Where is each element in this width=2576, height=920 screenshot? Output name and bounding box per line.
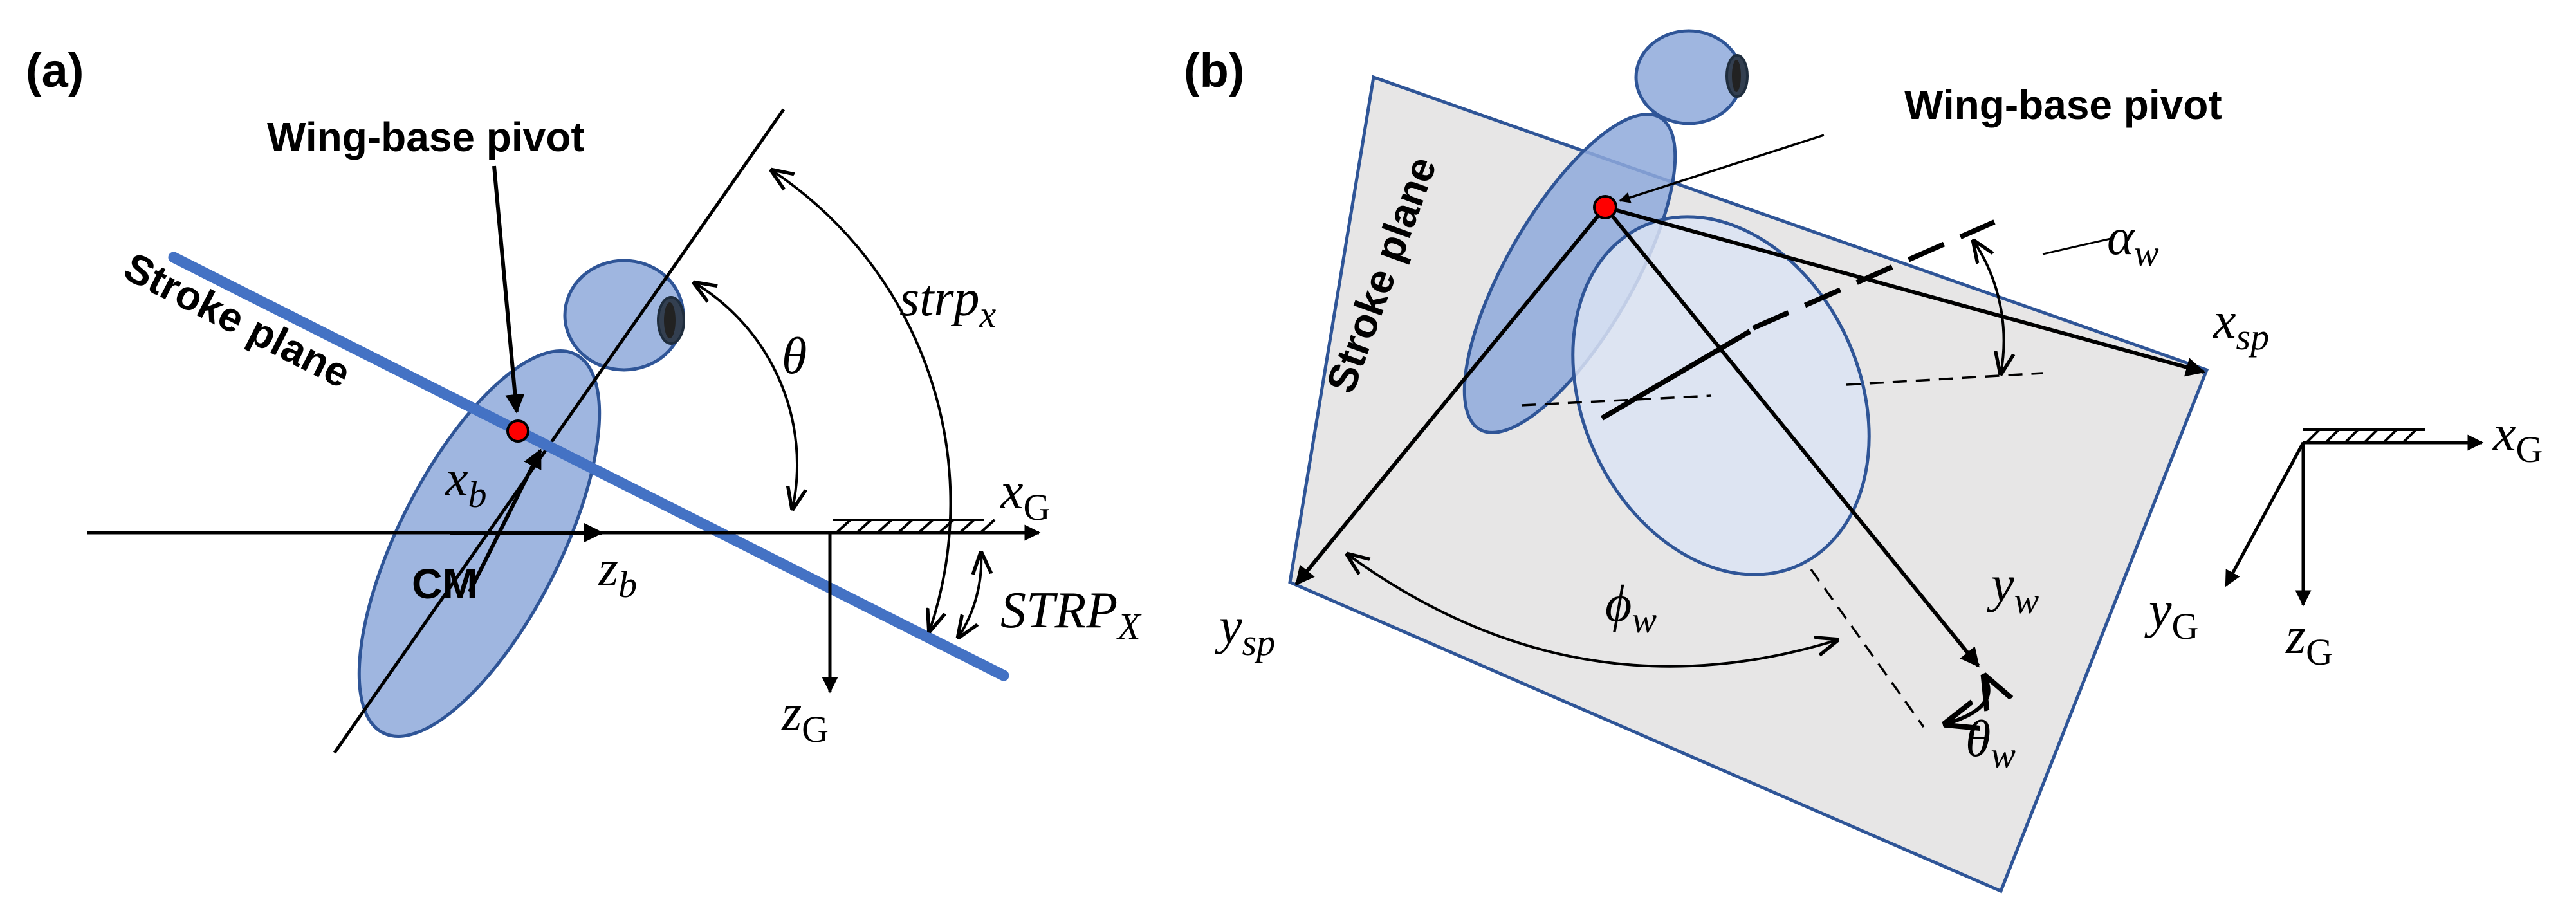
cm-label: CM [412,560,478,607]
z-body-label: zb [598,540,637,605]
ground-frame-b [2224,428,2484,607]
pivot-pointer-a [492,165,525,414]
y-w-axis [1603,206,1980,668]
wing-chord-dashed [1752,219,1996,331]
wing-base-pivot-label-b: Wing-base pivot [1904,82,2222,128]
wing-base-pivot-dot-b [1593,195,1617,219]
strp-x-label: strpx [899,270,997,335]
panel-a: (a) [26,44,1142,754]
insect-head-a [563,259,685,372]
wing-base-pivot-label-a: Wing-base pivot [267,114,585,160]
strp-x-arc [772,170,952,630]
y-sp-label: ysp [1215,598,1275,663]
wing-base-pivot-dot-a [506,419,529,443]
x-sp-label: xsp [2213,293,2269,358]
strp-big-x-arc [959,553,981,637]
z-ground-label-b: zG [2285,608,2333,673]
x-body-label: xb [445,450,487,515]
strp-big-x-label: STRPX [1000,582,1142,647]
panel-b-label: (b) [1184,44,1245,97]
alpha-w-arc [1974,241,2004,373]
x-ground-label-b: xG [2492,405,2543,470]
theta-w-label: θw [1965,711,2016,776]
y-sp-axis [1294,206,1607,586]
phi-w-arc [1348,555,1837,668]
x-body-arrow [468,448,542,593]
ground-hatch-a [833,519,996,534]
insect-head-b [1634,29,1749,125]
x-ground-label-a: xG [1000,463,1050,528]
x-sp-axis [1605,205,2205,377]
stroke-plane-label-a: Stroke plane [117,243,358,397]
phi-w-label: ϕw [1605,576,1657,641]
z-ground-label-a: zG [781,685,829,750]
theta-arc [695,283,797,508]
alpha-w-pointer [2042,237,2114,255]
alpha-w-label: αw [2107,209,2159,274]
theta-label: θ [782,328,807,385]
y-ground-label-b: yG [2144,582,2198,647]
y-w-label: yw [1987,557,2039,621]
body-axis-line [333,108,786,754]
theta-w-arc [1946,677,1989,724]
pivot-pointer-b [1619,134,1825,203]
wing-chord-line [1600,329,1752,421]
panel-a-label: (a) [26,44,84,97]
panel-b: (b) [1184,29,2543,894]
